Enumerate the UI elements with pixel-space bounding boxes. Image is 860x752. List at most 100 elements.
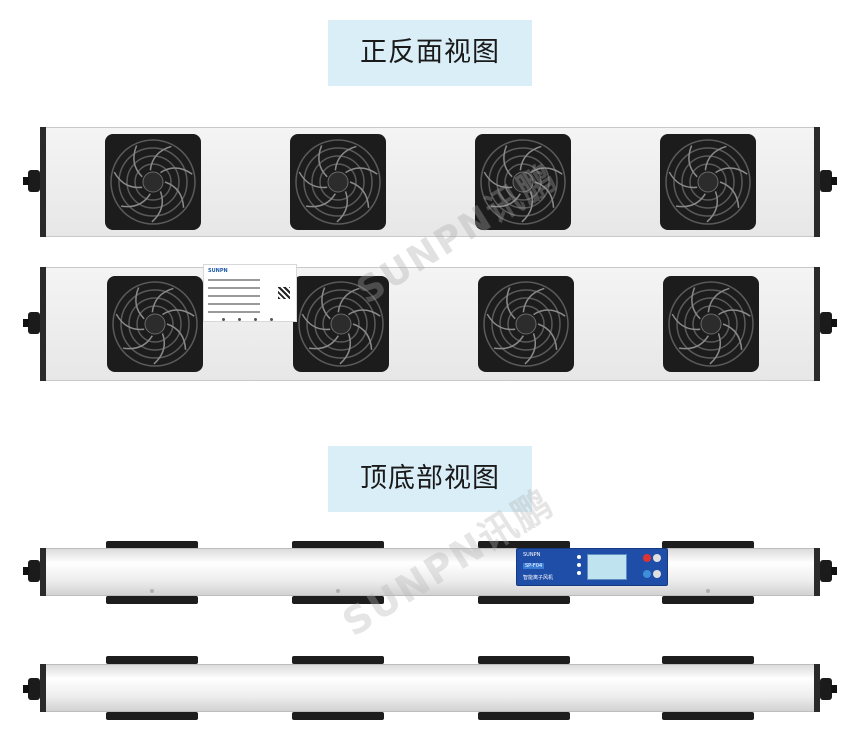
front-unit-left-endcap bbox=[40, 127, 46, 237]
fan-hub bbox=[512, 171, 534, 193]
front-right-knob bbox=[820, 170, 837, 192]
fan-ring bbox=[668, 281, 754, 367]
fan-ring bbox=[684, 297, 738, 351]
bottom-foot-4-lower bbox=[662, 712, 754, 720]
top-bottom-view-title: 顶底部视图 bbox=[328, 446, 532, 512]
label-line bbox=[208, 287, 260, 289]
fan-blade bbox=[722, 323, 743, 350]
fan-blade bbox=[337, 287, 360, 313]
fan-blade bbox=[493, 335, 524, 350]
fan-ring bbox=[480, 139, 566, 225]
bottom-foot-3-lower bbox=[478, 712, 570, 720]
top-right-knob bbox=[820, 560, 837, 582]
fan-blade bbox=[533, 309, 566, 317]
fan-ring bbox=[322, 305, 360, 343]
fan-blade bbox=[530, 167, 563, 175]
back-fan-2 bbox=[293, 276, 389, 372]
panel-indicator-icon bbox=[577, 563, 581, 567]
fan-grille-icon bbox=[298, 281, 384, 367]
qr-code-icon bbox=[278, 287, 290, 299]
power-button[interactable] bbox=[643, 554, 651, 562]
fan-ring bbox=[496, 155, 550, 209]
fan-ring bbox=[488, 147, 558, 217]
fan-blade bbox=[671, 313, 701, 331]
top-bar-left-endcap bbox=[40, 548, 46, 596]
screw bbox=[336, 589, 340, 593]
front-back-view-title: 正反面视图 bbox=[328, 20, 532, 86]
fan-blade bbox=[490, 193, 521, 208]
fan-blade bbox=[719, 181, 740, 208]
panel-description: 智能离子风机 bbox=[523, 575, 554, 581]
fan-blade bbox=[308, 335, 339, 350]
back-fan-4 bbox=[663, 276, 759, 372]
clean-button[interactable] bbox=[643, 570, 651, 578]
fan-ring bbox=[134, 163, 172, 201]
fan-hub bbox=[330, 313, 352, 335]
fan-ring bbox=[673, 147, 743, 217]
fan-blade bbox=[688, 145, 698, 178]
fan-ring bbox=[136, 305, 174, 343]
fan-blade bbox=[334, 145, 357, 171]
fan-ring bbox=[110, 139, 196, 225]
fan-blade bbox=[691, 287, 701, 320]
bottom-foot-4-upper bbox=[662, 656, 754, 664]
bottom-view-bar bbox=[40, 664, 820, 712]
fan-blade bbox=[336, 191, 349, 223]
fan-grille-icon bbox=[480, 139, 566, 225]
fan-blade bbox=[321, 287, 331, 320]
fan-blade bbox=[706, 191, 719, 223]
label-line bbox=[208, 311, 260, 313]
fan-grille-icon bbox=[483, 281, 569, 367]
fan-blade bbox=[164, 181, 185, 208]
fan-blade bbox=[668, 171, 698, 189]
top-foot-2-upper bbox=[292, 541, 384, 549]
fan-blade bbox=[522, 287, 545, 313]
front-fan-3 bbox=[475, 134, 571, 230]
fan-blade bbox=[162, 309, 195, 317]
label-line bbox=[208, 295, 260, 297]
fan-blade bbox=[707, 287, 730, 313]
bottom-left-knob bbox=[23, 678, 40, 700]
fan-hub bbox=[142, 171, 164, 193]
top-foot-4-lower bbox=[662, 596, 754, 604]
bottom-foot-1-upper bbox=[106, 656, 198, 664]
setting-button[interactable] bbox=[653, 570, 661, 578]
fan-blade bbox=[318, 145, 328, 178]
fan-blade bbox=[521, 191, 534, 223]
fan-blade bbox=[715, 167, 748, 175]
fan-hub bbox=[144, 313, 166, 335]
fan-grille-icon bbox=[110, 139, 196, 225]
fan-ring bbox=[319, 163, 357, 201]
fan-blade bbox=[709, 333, 722, 365]
fan-blade bbox=[135, 287, 145, 320]
lcd-display bbox=[587, 554, 627, 580]
screw bbox=[150, 589, 154, 593]
fan-ring bbox=[126, 155, 180, 209]
fan-blade bbox=[153, 333, 166, 365]
fan-grille-icon bbox=[668, 281, 754, 367]
fan-grille-icon bbox=[665, 139, 751, 225]
panel-brand: SUNPN bbox=[523, 552, 541, 558]
fan-blade bbox=[301, 313, 331, 331]
fan-blade bbox=[115, 313, 145, 331]
label-line bbox=[208, 303, 260, 305]
mode-button[interactable] bbox=[653, 554, 661, 562]
back-fan-1 bbox=[107, 276, 203, 372]
fan-blade bbox=[675, 193, 706, 208]
fan-grille-icon bbox=[295, 139, 381, 225]
screw bbox=[706, 589, 710, 593]
fan-hub bbox=[327, 171, 349, 193]
top-foot-4-upper bbox=[662, 541, 754, 549]
bottom-foot-2-upper bbox=[292, 656, 384, 664]
back-right-knob bbox=[820, 312, 837, 334]
bottom-bar-left-endcap bbox=[40, 664, 46, 712]
fan-ring bbox=[298, 281, 384, 367]
fan-ring bbox=[483, 281, 569, 367]
indicator-dot bbox=[222, 318, 225, 321]
label-line bbox=[208, 279, 260, 281]
fan-blade bbox=[113, 171, 143, 189]
fan-blade bbox=[349, 181, 370, 208]
fan-grille-icon bbox=[112, 281, 198, 367]
fan-blade bbox=[122, 335, 153, 350]
fan-ring bbox=[295, 139, 381, 225]
